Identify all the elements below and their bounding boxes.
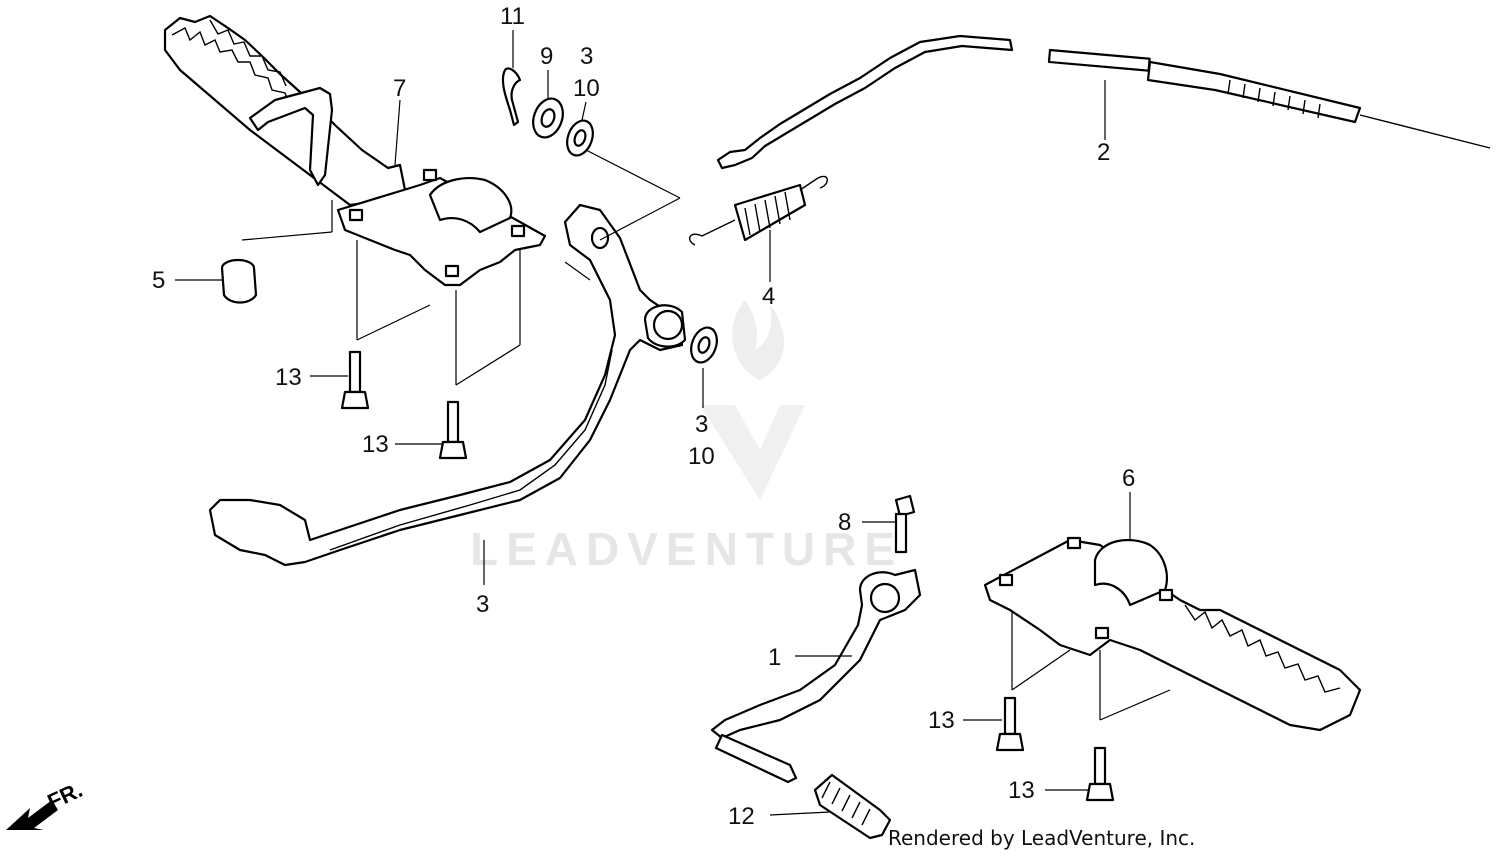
callout-13-right-a: 13	[928, 707, 955, 734]
callout-3-top: 3	[580, 43, 593, 70]
callout-12: 12	[728, 803, 755, 830]
shift-lever	[710, 568, 922, 784]
bolt-13-right-b	[1085, 746, 1115, 802]
bolt-13-left-a	[340, 350, 370, 410]
brake-pedal	[208, 203, 687, 567]
callout-10-top: 10	[573, 75, 600, 102]
callout-8: 8	[838, 509, 851, 536]
return-spring	[688, 175, 828, 246]
right-footpeg	[983, 536, 1362, 732]
callout-1: 1	[768, 644, 781, 671]
rubber-cap	[220, 258, 258, 304]
callout-11: 11	[500, 3, 525, 30]
callout-3-mid: 3	[695, 411, 708, 438]
washer-10-bottom	[690, 326, 718, 364]
footer-credit: Rendered by LeadVenture, Inc.	[888, 826, 1196, 850]
shift-rubber-grip	[813, 773, 892, 840]
left-footpeg	[163, 14, 547, 287]
callout-9: 9	[540, 43, 553, 70]
front-direction-arrow-icon	[6, 800, 58, 830]
cotter-pin	[501, 67, 522, 127]
watermark-text: LEADVENTURE	[470, 523, 903, 575]
callout-4: 4	[762, 283, 775, 310]
callout-3-bottom: 3	[476, 591, 489, 618]
watermark-logo	[700, 300, 805, 500]
callout-13-right-b: 13	[1008, 777, 1035, 804]
bolt-13-left-b	[438, 400, 468, 460]
washer-9	[532, 97, 564, 139]
callout-2: 2	[1097, 139, 1110, 166]
callout-7: 7	[393, 75, 406, 102]
callout-13-left-b: 13	[362, 431, 389, 458]
brake-cable	[716, 34, 1491, 170]
callout-6: 6	[1122, 465, 1135, 492]
leader-lines	[175, 30, 1171, 816]
washer-10-top	[566, 119, 594, 157]
bolt-13-right-a	[995, 696, 1025, 752]
callout-10-mid: 10	[688, 443, 715, 470]
callout-5: 5	[152, 267, 165, 294]
callout-13-left-a: 13	[275, 364, 302, 391]
bolt-8	[894, 494, 916, 554]
